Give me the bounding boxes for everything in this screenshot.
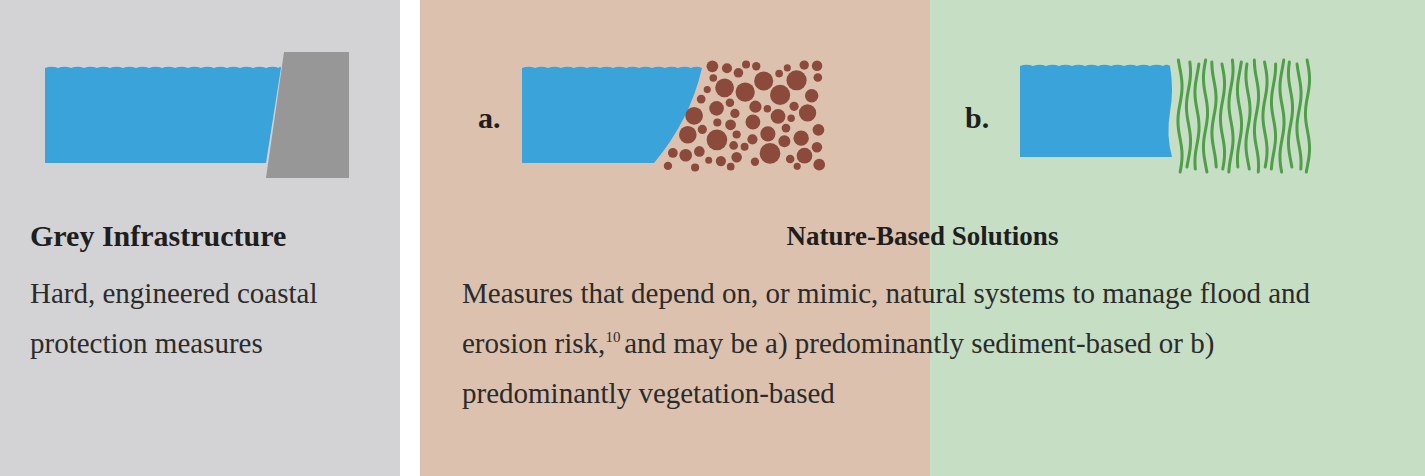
sediment-grain [786,155,795,164]
sediment-grain [793,130,808,145]
vegetation-blade [1246,64,1250,169]
sediment-grain [787,115,794,122]
nature-panel: Nature-Based SolutionsMeasures that depe… [420,0,1425,476]
sediment-grain [745,115,760,130]
vegetation-blade [1220,64,1224,169]
vegetation-blade [1229,60,1233,172]
vegetation-blade [1280,60,1284,172]
panel-letter: b. [965,100,989,136]
vegetation-blade [1186,62,1190,167]
sediment-grain [679,149,692,162]
water-body [522,67,702,163]
sediment-grain [707,130,728,151]
sediment-grain [731,152,741,162]
sediment-grain [713,118,721,126]
sediment-grain [784,64,791,71]
sediment-grain [685,107,703,125]
sediment-grain [751,158,759,166]
sediment-grain [812,142,822,152]
sediment-grain [747,134,757,144]
vegetation-blade [1297,64,1301,169]
panel-body: Hard, engineered coastal protection meas… [30,268,320,368]
sediment-grain [805,89,818,102]
sediment-grain [726,98,735,107]
sediment-grain [782,124,791,133]
sediment-grain [813,124,825,136]
sediment-grain [736,82,755,101]
sediment-grain [707,60,719,72]
sediment-grain [709,101,724,116]
sediment-grain [697,95,706,104]
sediment-grain [698,125,707,134]
vegetation-blade [1237,62,1241,167]
vegetation-blade [1271,64,1275,169]
panel-body: Measures that depend on, or mimic, natur… [462,268,1362,418]
sediment-grain [749,101,761,113]
sea-wall [266,52,349,178]
sediment-grain [799,104,816,121]
sediment-grain [813,73,822,82]
sediment-grain [715,78,734,97]
water-body [1020,65,1172,157]
panel-heading: Nature-Based Solutions [420,218,1425,254]
sediment-grain [679,126,697,144]
vegetation-blade [1305,60,1309,172]
sediment-grain [813,159,825,171]
vegetation-blade [1254,60,1258,172]
sediment-grain [705,157,712,164]
sediment-grain [741,143,749,151]
vegetation-blade [1195,64,1199,169]
body-text: Hard, engineered coastal protection meas… [30,277,317,359]
vegetation-blade [1263,62,1267,167]
sediment-grain [710,74,718,82]
sediment-grain [752,62,760,70]
sediment-grain [812,61,822,71]
vegetation-blade [1288,62,1292,167]
sediment-grain [729,141,738,150]
sediment-grain [794,163,801,170]
sediment-grain [694,146,705,157]
sediment-grain [771,109,786,124]
vegetation-blade [1178,60,1182,172]
sediment-grain [704,86,711,93]
vegetation-blade [1203,60,1207,172]
sediment-grain [778,135,790,147]
sediment-grain [742,61,750,69]
sediment-grain [664,162,672,170]
sediment-grain [727,163,735,171]
sediment-grain [716,156,726,166]
vegetation-blade [1212,62,1216,167]
sediment-grain [733,130,741,138]
water-body [45,67,281,163]
sediment-grain [797,148,813,164]
sediment-grain [734,68,744,78]
sediment-grain [760,143,781,164]
sediment-grain [775,70,783,78]
panel-letter: a. [478,100,501,136]
sediment-grain [730,109,739,118]
footnote-number: 10 [605,329,620,345]
sediment-grain [722,63,732,73]
sediment-grain [800,60,809,69]
sediment-grain [754,71,773,90]
sediment-grain [691,163,699,171]
panel-heading: Grey Infrastructure [30,218,390,254]
sediment-grain [725,119,736,130]
sediment-grain [770,85,790,105]
sediment-grain [789,102,798,111]
sediment-grain [760,126,775,141]
sediment-grain [764,105,772,113]
sediment-grain [668,148,678,158]
sediment-grain [786,70,806,90]
grey-panel: Grey InfrastructureHard, engineered coas… [0,0,400,476]
